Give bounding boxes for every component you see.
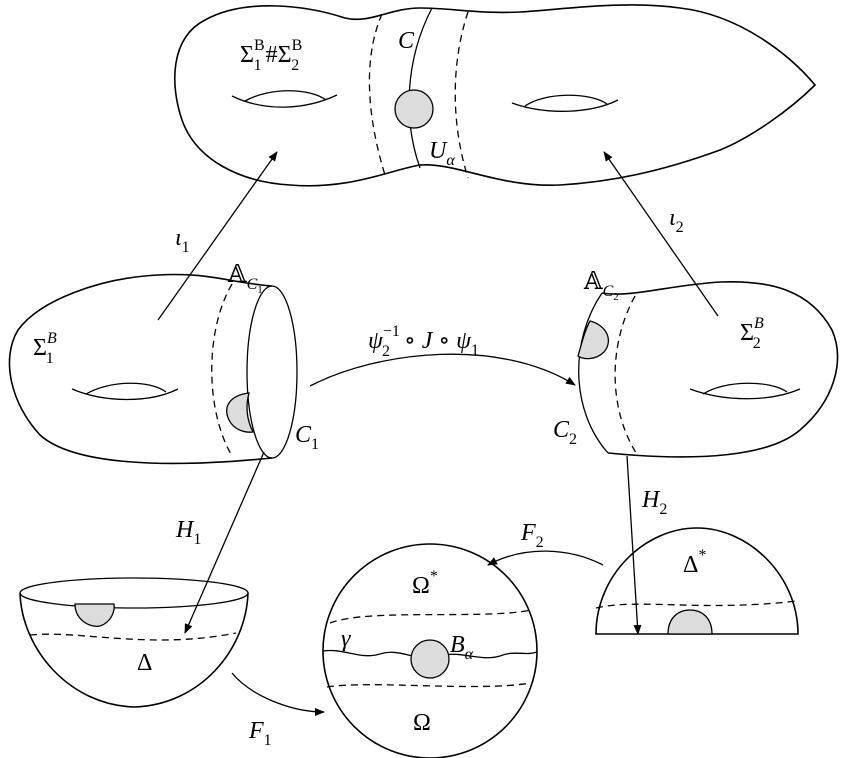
h1-arrow [184, 451, 265, 634]
u-alpha-label: Uα [429, 138, 455, 169]
delta-rim [19, 577, 249, 609]
c2-curve [578, 292, 609, 454]
curve-c-label: C [398, 28, 415, 54]
sigma1-surface [8, 273, 298, 465]
sigma1-handle-lower [71, 388, 179, 401]
c1-label: C1 [295, 422, 319, 453]
h1-label: H1 [175, 517, 201, 548]
c2-label: C2 [553, 417, 577, 448]
right-handle-lower [511, 99, 619, 112]
delta-bowl-outline [19, 592, 249, 708]
connected-sum-surface [174, 4, 817, 187]
omega-sphere [322, 543, 538, 758]
iota2-arrow [603, 151, 719, 317]
sigma2-surface [577, 280, 839, 458]
omega-label: Ω [413, 710, 431, 736]
delta-star-label: Δ* [683, 547, 706, 578]
f2-label: F2 [520, 520, 544, 551]
sigma1-disk [226, 392, 254, 433]
h2-arrow [626, 455, 642, 635]
gamma-label: γ [341, 626, 351, 652]
sphere-dashed-bottom [326, 682, 531, 688]
f1-arrow [231, 672, 325, 716]
psi-map-arrow [309, 353, 576, 387]
left-handle-upper [244, 90, 327, 102]
annulus2-dashed [614, 295, 639, 457]
delta-label: Δ [137, 650, 152, 676]
neck-dashed-left [368, 13, 386, 176]
delta-dashed [29, 632, 237, 641]
right-handle-upper [524, 94, 608, 107]
left-handle-lower [231, 94, 338, 108]
neck-dashed-right [454, 11, 469, 179]
delta-star-outline [595, 527, 799, 635]
sigma2-disk [577, 320, 609, 360]
h2-label: H2 [641, 487, 667, 518]
c1-end-circle [246, 285, 298, 459]
sigma2-handle-lower [689, 388, 801, 400]
iota1-arrow [157, 151, 278, 321]
curve-c [408, 7, 433, 169]
sigma2-handle-upper [702, 382, 788, 395]
sigma1-outline [8, 273, 273, 465]
sigma2-outline [601, 280, 839, 458]
annulus2-label: 𝔸C2 [583, 269, 619, 303]
iota1-label: ι1 [175, 225, 190, 256]
connected-sum-outline [174, 4, 817, 187]
u-alpha-disk [394, 89, 434, 129]
delta-disk [74, 603, 115, 627]
sphere-dashed-top [329, 609, 533, 624]
b-alpha-label: Bα [450, 632, 474, 663]
delta-star-dome [595, 527, 799, 635]
arrows [157, 151, 719, 716]
omega-star-label: Ω* [412, 568, 438, 599]
delta-bowl [19, 577, 249, 708]
sigma1-handle-upper [85, 382, 167, 395]
f2-arrow [487, 550, 604, 566]
b-alpha-disk [410, 639, 450, 679]
delta-star-disk [667, 609, 713, 635]
annulus1-dashed [211, 283, 233, 457]
delta-star-dashed [595, 600, 798, 609]
annulus1-label: 𝔸C1 [227, 262, 263, 296]
iota2-label: ι2 [669, 205, 684, 236]
f1-label: F1 [248, 718, 272, 749]
